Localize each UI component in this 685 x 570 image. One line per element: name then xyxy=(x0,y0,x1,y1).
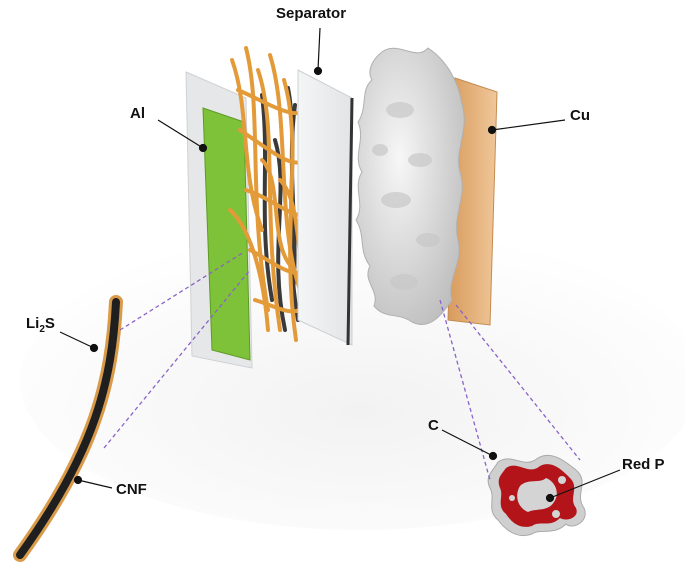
separator-edge xyxy=(346,97,354,346)
leader-lines xyxy=(59,27,621,503)
cnf-zoom-core xyxy=(16,298,120,559)
c-label: C xyxy=(428,417,439,434)
red-p-carbon-core xyxy=(517,478,557,512)
red-p-pore xyxy=(558,476,566,484)
al-green-foil xyxy=(202,107,251,361)
cnf-fiber-bundle xyxy=(228,46,312,342)
foam-structure xyxy=(355,47,465,325)
al-label: Al xyxy=(130,105,145,122)
floor-shadow xyxy=(20,230,685,530)
separator-label: Separator xyxy=(276,5,347,22)
separator-sheet xyxy=(297,69,353,346)
li2s-label-main: Li xyxy=(26,315,40,332)
red-p-pore xyxy=(509,495,515,501)
cnf-label: CNF xyxy=(116,481,147,498)
foam-bumps xyxy=(372,102,440,290)
li2s-label-subscript: 2 xyxy=(39,324,45,335)
li2s-label: Li2S xyxy=(26,316,55,335)
red-p-label: Red P xyxy=(622,456,665,473)
li2s-label-tail: S xyxy=(44,315,55,332)
cu-label: Cu xyxy=(570,107,590,124)
red-p-pore xyxy=(552,510,560,518)
